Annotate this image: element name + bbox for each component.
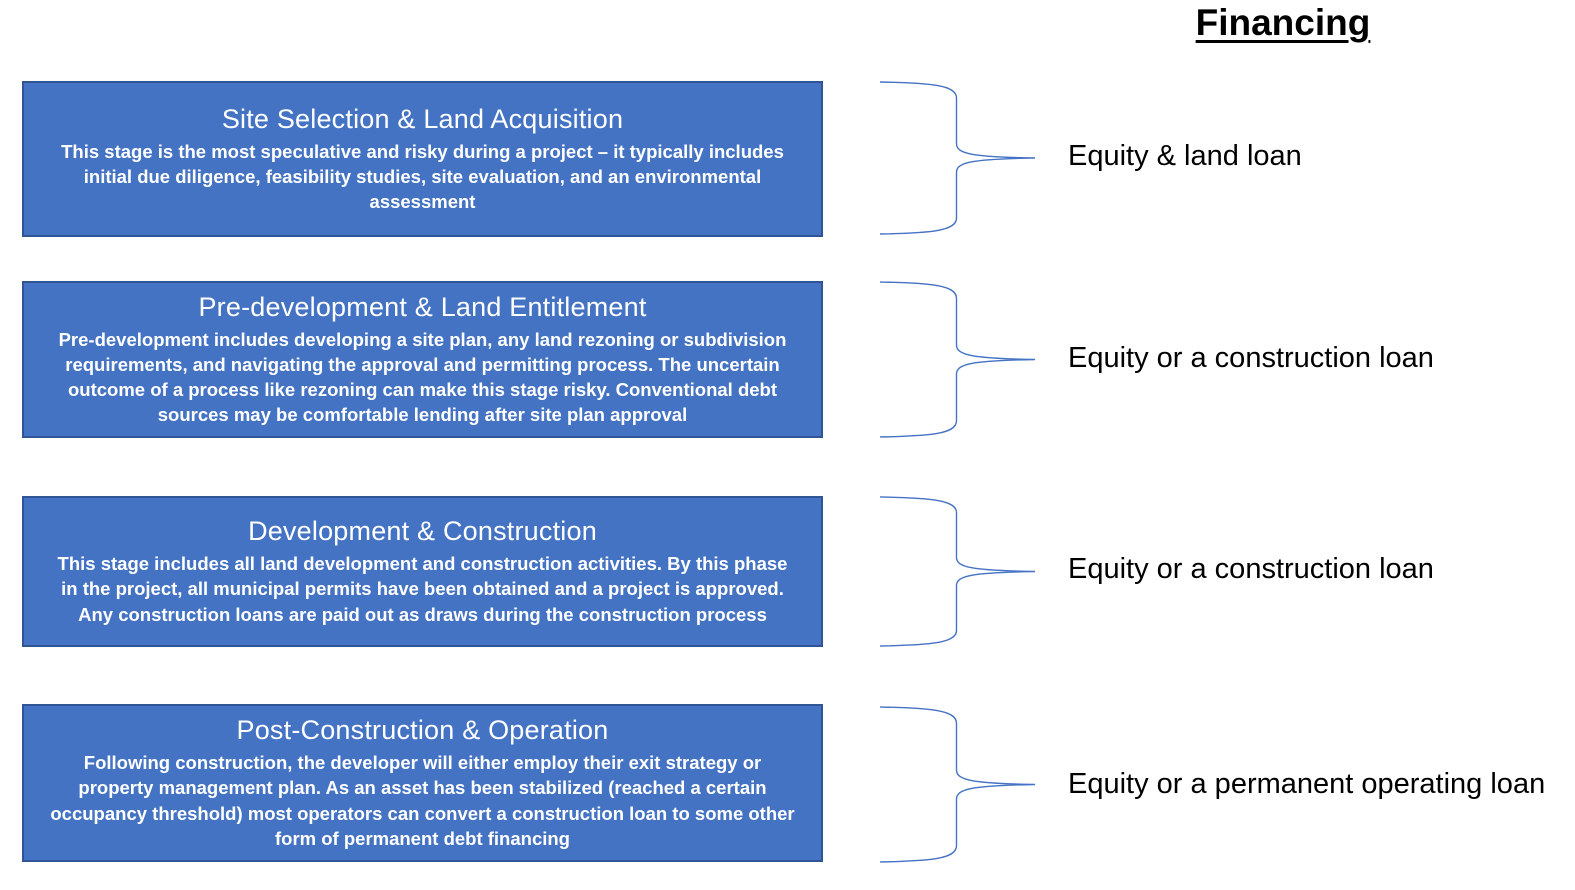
- stage-title: Site Selection & Land Acquisition: [221, 103, 624, 134]
- stage-description: This stage includes all land development…: [57, 553, 788, 625]
- financing-heading: Financing: [1195, 2, 1371, 43]
- curly-brace-icon: [878, 81, 1037, 235]
- stage-title: Post-Construction & Operation: [236, 715, 609, 746]
- stage-title: Development & Construction: [248, 516, 597, 547]
- stage-description: This stage is the most speculative and r…: [61, 140, 784, 213]
- curly-brace-icon: [878, 706, 1037, 863]
- financing-label: Equity or a construction loan: [1068, 553, 1434, 585]
- stage-box-pre-development: Pre-development & Land Entitlement Pre-d…: [22, 281, 823, 438]
- stage-box-site-selection: Site Selection & Land Acquisition This s…: [22, 81, 823, 237]
- stage-description: Pre-development includes developing a si…: [58, 328, 787, 426]
- financing-label: Equity or a permanent operating loan: [1068, 768, 1546, 800]
- stage-box-development-construction: Development & Construction This stage in…: [22, 496, 823, 647]
- stage-description: Following construction, the developer wi…: [50, 752, 795, 849]
- financing-label: Equity or a construction loan: [1068, 342, 1434, 374]
- curly-brace-icon: [878, 496, 1037, 647]
- financing-label: Equity & land loan: [1068, 140, 1302, 172]
- stage-title: Pre-development & Land Entitlement: [198, 291, 647, 322]
- stage-box-post-construction: Post-Construction & Operation Following …: [22, 704, 823, 862]
- curly-brace-icon: [878, 281, 1037, 438]
